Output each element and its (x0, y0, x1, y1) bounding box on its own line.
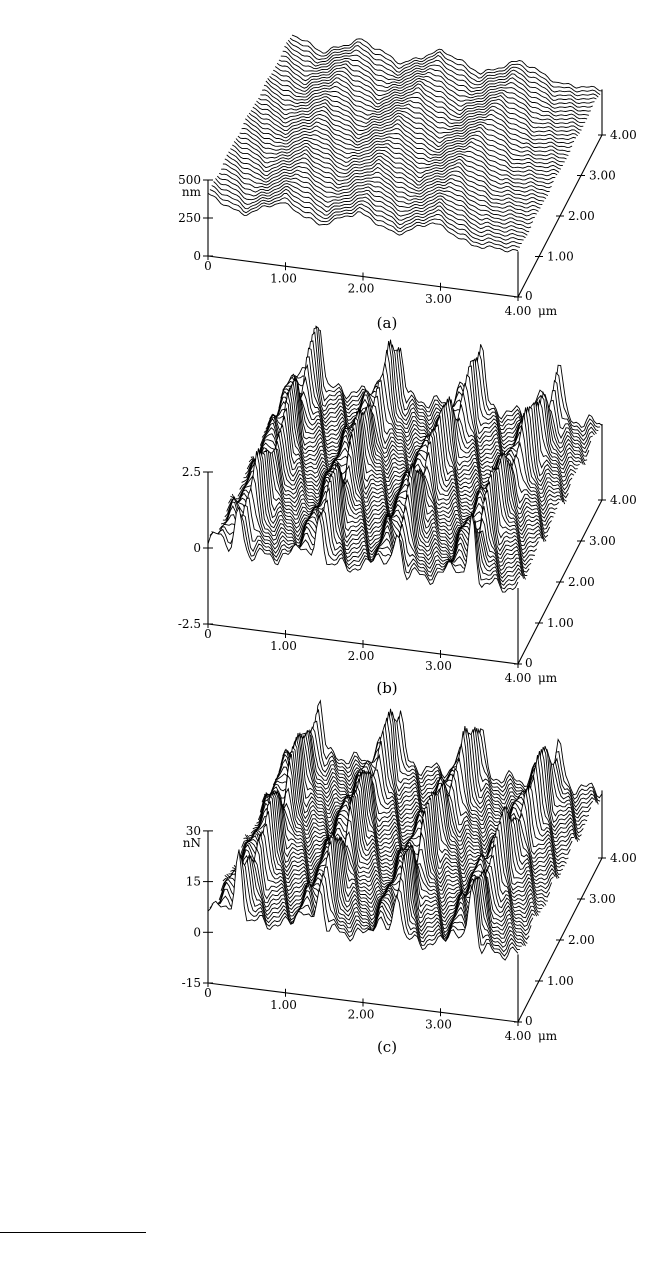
y-tick-label: 2.00 (568, 575, 595, 589)
y-tick-label: 2.00 (568, 933, 595, 947)
x-tick-label: 3.00 (425, 292, 452, 306)
y-tick-label: 2.00 (568, 209, 595, 223)
lateral-unit-label: μm (538, 1029, 558, 1043)
x-tick-label: 1.00 (270, 639, 297, 653)
z-tick-label: -2.5 (178, 617, 201, 631)
y-tick-label: 3.00 (589, 892, 616, 906)
z-unit-label: nN (183, 836, 201, 850)
x-tick-label: 0 (204, 986, 212, 1000)
x-tick-label: 0 (204, 259, 212, 273)
z-tick-label: 250 (178, 211, 201, 225)
y-tick-label: 1.00 (547, 974, 574, 988)
lateral-unit-label: μm (538, 671, 558, 685)
y-tick-label: 3.00 (589, 169, 616, 183)
x-tick-label: 4.00 (505, 304, 532, 318)
x-tick-label: 3.00 (425, 659, 452, 673)
y-tick-label: 1.00 (547, 616, 574, 630)
panel-caption: (a) (377, 314, 398, 332)
x-tick-label: 0 (204, 627, 212, 641)
y-tick-label: 0 (525, 1014, 533, 1028)
x-tick-label: 3.00 (425, 1017, 452, 1031)
y-tick-label: 1.00 (547, 250, 574, 264)
y-tick-label: 0 (525, 656, 533, 670)
z-tick-label: 2.5 (182, 465, 201, 479)
z-tick-label: 0 (193, 249, 201, 263)
x-tick-label: 4.00 (505, 1029, 532, 1043)
x-tick-label: 1.00 (270, 271, 297, 285)
lateral-unit-label: μm (538, 304, 558, 318)
x-tick-label: 4.00 (505, 671, 532, 685)
x-tick-label: 2.00 (348, 282, 375, 296)
z-unit-label: nm (182, 185, 202, 199)
x-tick-label: 1.00 (270, 998, 297, 1012)
y-tick-label: 4.00 (610, 128, 637, 142)
x-tick-label: 2.00 (348, 649, 375, 663)
y-tick-label: 3.00 (589, 534, 616, 548)
panel-b: 2.50-2.501.002.003.004.0001.002.003.004.… (178, 326, 637, 697)
panel-caption: (c) (377, 1038, 397, 1056)
panel-a: 5002500nm01.002.003.004.0001.002.003.004… (178, 35, 637, 332)
y-tick-label: 4.00 (610, 851, 637, 865)
panel-c: 30150-15nN01.002.003.004.0001.002.003.00… (182, 701, 637, 1056)
panel-caption: (b) (376, 679, 397, 697)
z-tick-label: -15 (182, 976, 201, 990)
z-tick-label: 0 (193, 541, 201, 555)
z-tick-label: 15 (186, 875, 201, 889)
y-tick-label: 4.00 (610, 493, 637, 507)
footnote-rule (0, 1232, 146, 1233)
z-tick-label: 0 (193, 925, 201, 939)
y-tick-label: 0 (525, 289, 533, 303)
x-tick-label: 2.00 (348, 1008, 375, 1022)
